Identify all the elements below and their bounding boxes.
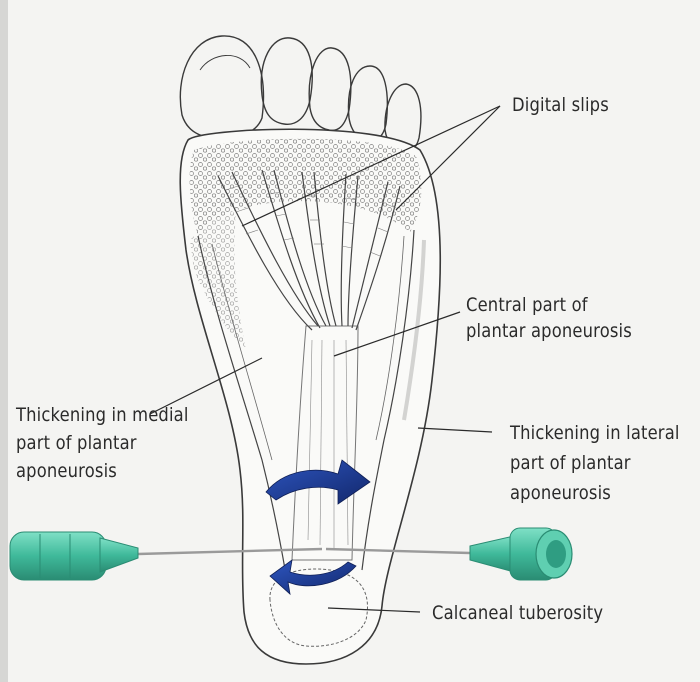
label-medial-line1: Thickening in medial — [16, 404, 189, 427]
label-medial-line2: part of plantar — [16, 432, 137, 455]
label-lateral-line3: aponeurosis — [510, 482, 611, 505]
label-calcaneal: Calcaneal tuberosity — [432, 602, 603, 625]
label-central-line1: Central part of — [466, 294, 588, 317]
second-toe — [261, 38, 312, 124]
label-central-line2: plantar aponeurosis — [466, 320, 632, 343]
label-medial-line3: aponeurosis — [16, 460, 117, 483]
label-digital-slips: Digital slips — [512, 94, 609, 117]
big-toe — [180, 36, 263, 138]
page-edge — [0, 0, 8, 682]
leader-lateral — [418, 428, 492, 432]
label-lateral-line2: part of plantar — [510, 452, 631, 475]
fourth-toe — [348, 66, 387, 140]
third-toe — [309, 48, 351, 130]
label-lateral-line1: Thickening in lateral — [510, 422, 680, 445]
